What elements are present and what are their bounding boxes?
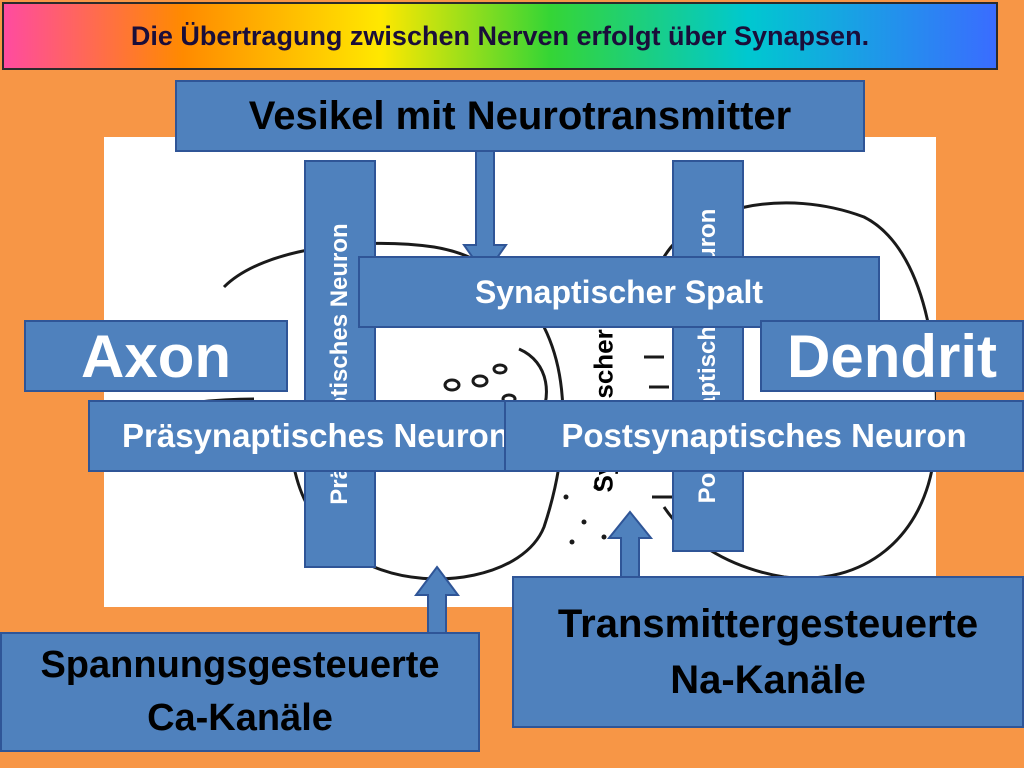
axon-label: Axon	[81, 322, 231, 390]
arrow-na-kanaele-up	[606, 510, 654, 579]
slide-title: Die Übertragung zwischen Nerven erfolgt …	[130, 20, 870, 51]
spannung-line1: Spannungsgesteuerte	[40, 643, 440, 686]
transmitter-box: Transmittergesteuerte Na-Kanäle	[512, 576, 1024, 728]
spannung-line2: Ca-Kanäle	[147, 697, 333, 739]
praesynaptisch-box: Präsynaptisches Neuron	[88, 400, 528, 472]
dendrit-box: Dendrit	[760, 320, 1024, 392]
axon-box: Axon	[24, 320, 288, 392]
praesynaptisch-label: Präsynaptisches Neuron	[122, 417, 509, 454]
vesikel-label: Vesikel mit Neurotransmitter	[248, 93, 792, 138]
transmitter-line2: Na-Kanäle	[670, 658, 866, 702]
postsynaptisch-vertical-box: Postsynaptisches Neuron	[672, 160, 744, 552]
vesikel-label-box: Vesikel mit Neurotransmitter	[175, 80, 865, 152]
transmitter-line1: Transmittergesteuerte	[557, 602, 979, 646]
praesynaptisch-vertical-box: Präsynaptisches Neuron	[304, 160, 376, 568]
spannung-box: Spannungsgesteuerte Ca-Kanäle	[0, 632, 480, 752]
title-bar: Die Übertragung zwischen Nerven erfolgt …	[2, 2, 998, 70]
postsynaptisch-label: Postsynaptisches Neuron	[561, 417, 967, 454]
postsynaptisch-box: Postsynaptisches Neuron	[504, 400, 1024, 472]
synaptischer-spalt-label: Synaptischer Spalt	[474, 273, 764, 310]
dendrit-label: Dendrit	[787, 322, 997, 390]
synaptischer-spalt-box: Synaptischer Spalt	[358, 256, 880, 328]
